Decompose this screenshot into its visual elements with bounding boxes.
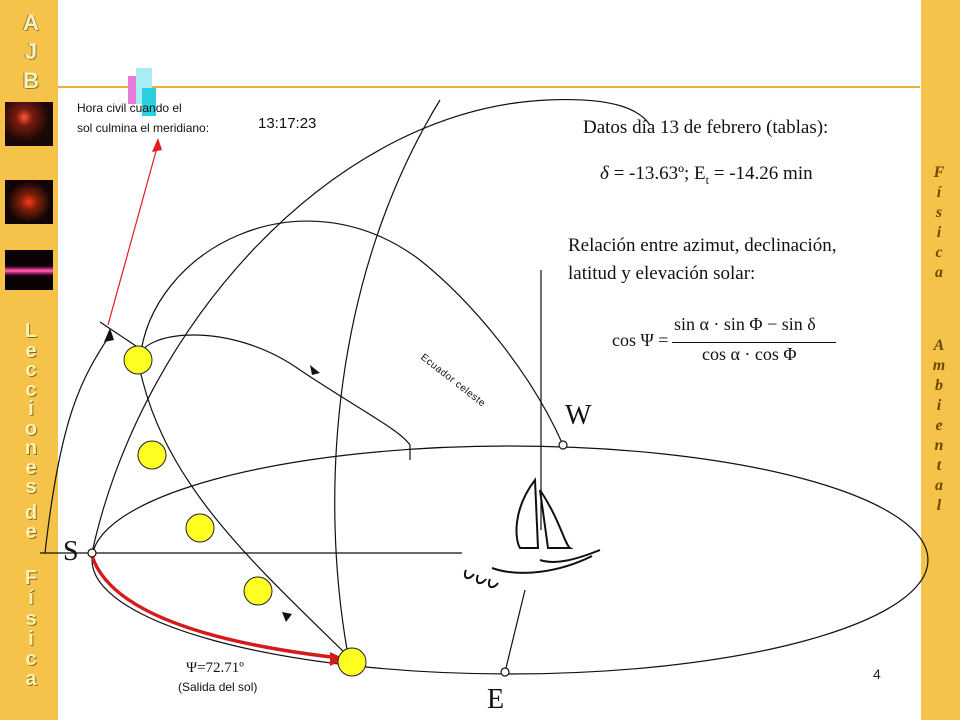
red-arrow-head-icon — [152, 138, 162, 152]
title-letter: s — [25, 607, 37, 630]
south-arc — [44, 334, 111, 554]
decor-square-teal — [142, 88, 156, 116]
arrow-head-icon — [104, 328, 114, 342]
title-letter: d — [24, 501, 38, 524]
title-letter: F — [24, 567, 38, 589]
title-letter: e — [935, 417, 943, 434]
title-letter: A — [933, 337, 945, 354]
culmination-caption: Hora civil cuando el sol culmina el meri… — [77, 98, 209, 138]
east-point-icon — [500, 667, 510, 677]
title-letter: e — [25, 339, 37, 362]
logo-letter: B — [23, 68, 39, 93]
thumbnail-image — [5, 180, 53, 224]
right-title-fisica: F í s i c a — [928, 163, 950, 283]
east-label: E — [487, 684, 505, 715]
arrow-head-icon — [282, 612, 292, 622]
vertical-title-lecciones: L e c c i o n e s d e — [18, 320, 44, 543]
title-letter: a — [935, 477, 943, 494]
title-letter: n — [934, 437, 944, 454]
arrow-head-icon — [310, 365, 320, 375]
title-letter: a — [935, 264, 943, 281]
title-letter: í — [936, 184, 942, 201]
title-letter: e — [25, 521, 37, 543]
south-point-icon — [87, 548, 97, 558]
title-letter: s — [935, 204, 943, 221]
header-rule — [58, 86, 920, 88]
title-letter: n — [24, 437, 38, 459]
title-letter: m — [932, 357, 946, 374]
formula-lhs: cos Ψ = — [612, 330, 669, 350]
right-title-ambiental: A m b i e n t a l — [928, 336, 950, 516]
title-letter: L — [24, 320, 38, 342]
title-letter: s — [25, 476, 37, 498]
formula-denominator: cos α · cos Φ — [702, 344, 797, 364]
vertical-title-fisica: F í s i c a — [18, 568, 44, 690]
vertical-circle-east — [334, 99, 441, 656]
title-letter: c — [25, 378, 37, 401]
caption-line: Hora civil cuando el — [77, 101, 182, 115]
south-label: S — [63, 536, 79, 567]
sun-icon — [185, 513, 215, 543]
title-letter: o — [24, 417, 38, 440]
title-letter: i — [28, 398, 34, 420]
ajb-logo: A J B — [16, 8, 46, 95]
sun-icon — [243, 576, 273, 606]
culmination-pointer — [107, 143, 159, 326]
title-letter: c — [935, 244, 943, 261]
title-letter: F — [933, 164, 945, 181]
horizon-ellipse — [91, 445, 929, 675]
sunrise-label: (Salida del sol) — [178, 680, 258, 694]
title-letter: b — [935, 377, 943, 394]
title-letter: t — [936, 457, 942, 474]
et-subscript: t — [705, 172, 710, 187]
relation-text: Relación entre azimut, declinación, lati… — [568, 232, 837, 288]
et-value: = -14.26 min — [709, 163, 813, 184]
page-number: 4 — [873, 666, 881, 682]
west-point-icon — [558, 440, 568, 450]
delta-symbol: δ — [600, 163, 609, 184]
relation-line: Relación entre azimut, declinación, — [568, 235, 837, 256]
thumbnail-image — [5, 250, 53, 290]
celestial-equator — [139, 220, 564, 446]
culmination-time: 13:17:23 — [258, 115, 317, 132]
formula-bar — [672, 342, 836, 343]
title-letter: e — [25, 456, 37, 479]
right-sidebar — [921, 0, 960, 720]
sailboat-icon — [464, 477, 601, 589]
delta-value: = -13.63º; E — [608, 163, 706, 184]
title-letter: i — [936, 397, 942, 414]
sun-path — [137, 334, 411, 659]
logo-letter: A — [23, 10, 39, 35]
title-letter: c — [25, 359, 37, 381]
west-label: W — [565, 400, 592, 431]
title-letter: l — [936, 497, 942, 514]
caption-line: sol culmina el meridiano: — [77, 121, 210, 135]
azimuth-arc — [90, 555, 341, 660]
title-letter: i — [28, 627, 34, 650]
title-letter: c — [25, 648, 37, 671]
sun-icon — [123, 345, 153, 375]
thumbnail-image — [5, 102, 53, 146]
relation-line: latitud y elevación solar: — [568, 263, 756, 284]
sun-icon — [137, 440, 167, 470]
meridian-arc — [91, 98, 651, 554]
title-letter: a — [25, 668, 37, 691]
delta-line: δ = -13.63º; Et = -14.26 min — [600, 163, 813, 188]
title-letter: i — [936, 224, 942, 241]
data-heading: Datos día 13 de febrero (tablas): — [583, 117, 829, 138]
pointer-line — [99, 321, 137, 347]
sun-icon — [337, 647, 367, 677]
formula-numerator: sin α · sin Φ − sin δ — [674, 314, 816, 334]
red-arrow-head-icon — [330, 652, 345, 666]
logo-letter: J — [24, 39, 38, 64]
title-letter: í — [28, 587, 34, 610]
east-axis — [504, 589, 526, 673]
azimuth-label: Ψ=72.71º — [186, 660, 244, 676]
